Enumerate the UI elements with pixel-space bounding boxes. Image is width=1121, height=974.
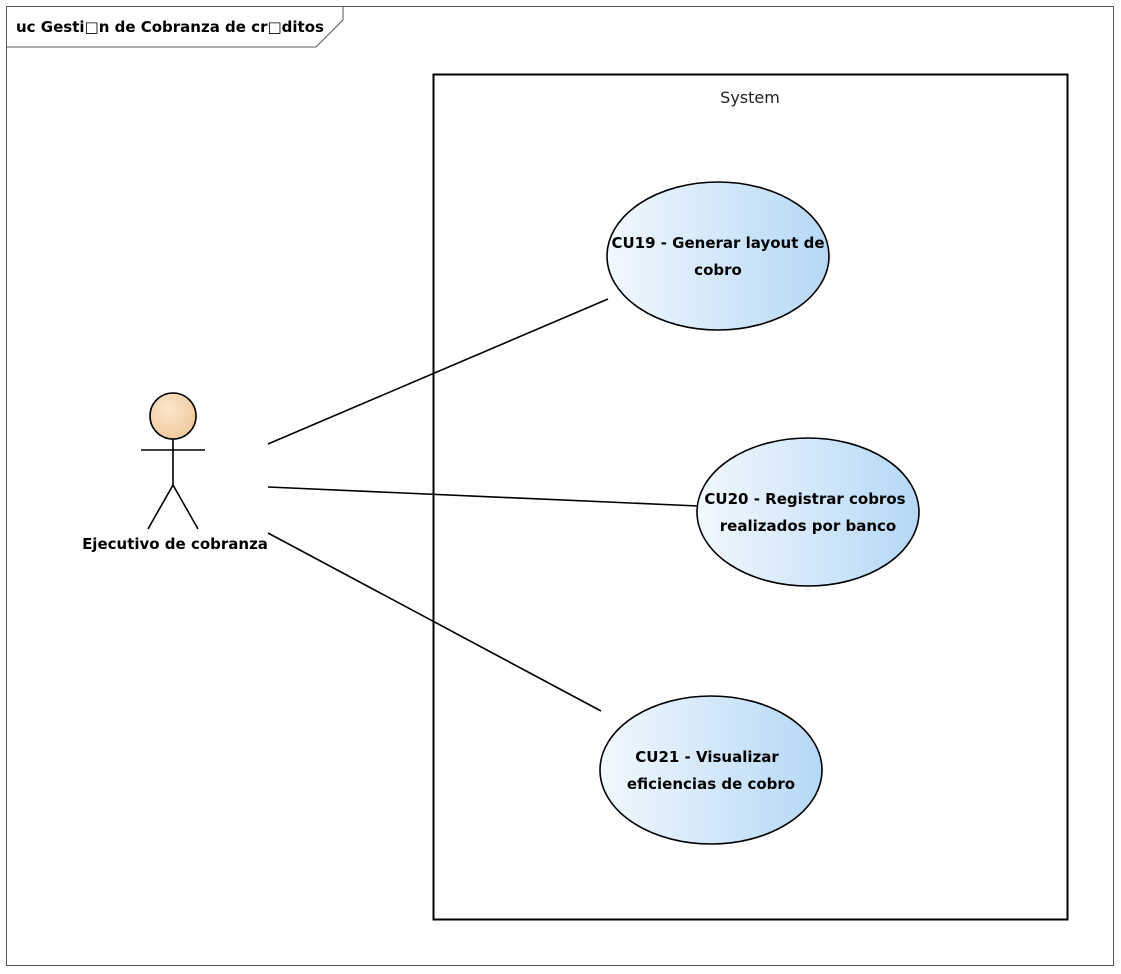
actor-right-leg xyxy=(172,484,199,530)
use-case-cu19-label-line-2: cobro xyxy=(694,261,742,279)
association-cu19 xyxy=(267,298,609,445)
actor-head xyxy=(149,392,197,440)
use-case-cu21-label-line-2: eficiencias de cobro xyxy=(627,775,795,793)
use-case-cu20[interactable]: CU20 - Registrar cobros realizados por b… xyxy=(696,437,920,587)
use-case-cu19-label-line-1: CU19 - Generar layout de xyxy=(611,234,824,252)
actor-left-leg xyxy=(147,484,174,530)
use-case-cu19[interactable]: CU19 - Generar layout de cobro xyxy=(606,181,830,331)
system-boundary-label: System xyxy=(720,88,780,107)
association-cu20 xyxy=(267,486,699,507)
actor-ejecutivo-de-cobranza[interactable]: Ejecutivo de cobranza xyxy=(82,392,268,553)
use-case-cu20-label-line-1: CU20 - Registrar cobros xyxy=(704,490,905,508)
use-case-cu20-label-line-2: realizados por banco xyxy=(720,517,896,535)
association-cu21 xyxy=(267,532,602,712)
use-case-cu21-label-line-1: CU21 - Visualizar xyxy=(635,748,779,766)
frame-title-tab xyxy=(6,6,344,48)
use-case-cu20-ellipse xyxy=(696,437,920,587)
use-case-cu21-ellipse xyxy=(599,695,823,845)
frame-title: uc Gesti□n de Cobranza de cr□ditos xyxy=(16,18,324,36)
use-case-cu21[interactable]: CU21 - Visualizar eficiencias de cobro xyxy=(599,695,823,845)
use-case-cu19-ellipse xyxy=(606,181,830,331)
actor-label: Ejecutivo de cobranza xyxy=(82,535,268,553)
